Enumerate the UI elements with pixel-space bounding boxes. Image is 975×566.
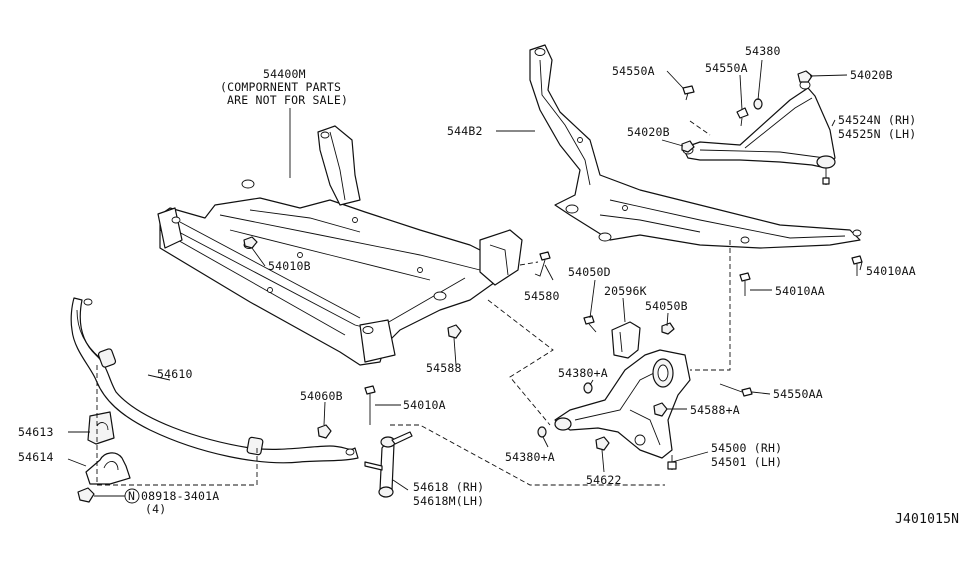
nut-54010B[interactable] [243, 236, 258, 249]
nut-54588[interactable] [447, 324, 462, 339]
nut-54020B-mid[interactable] [681, 140, 695, 153]
washer-54380A-top[interactable] [583, 382, 593, 394]
label-54610: 54610 [157, 367, 193, 381]
label-54550A-left: 54550A [612, 64, 655, 78]
clamp-54614[interactable] [85, 452, 131, 485]
label-54060B: 54060B [300, 389, 343, 403]
washer-54380A-bottom[interactable] [537, 426, 547, 438]
label-54550A-right: 54550A [705, 61, 748, 75]
label-54050B: 54050B [645, 299, 688, 313]
label-54618-rh: 54618 (RH) [413, 480, 484, 494]
label-54613: 54613 [18, 425, 54, 439]
label-54010AA-right: 54010AA [866, 264, 916, 278]
label-54380: 54380 [745, 44, 781, 58]
label-54380A-bottom: 54380+A [505, 450, 555, 464]
bolt-54580[interactable] [534, 251, 551, 277]
bracket-20596K[interactable] [611, 321, 641, 359]
label-54618M-lh: 54618M(LH) [413, 494, 484, 508]
label-54525N-lh: 54525N (LH) [838, 127, 916, 141]
label-54580: 54580 [524, 289, 560, 303]
nut-54050B[interactable] [661, 322, 675, 335]
label-54524N-rh: 54524N (RH) [838, 113, 916, 127]
nut-54060B[interactable] [317, 424, 332, 439]
label-54400M: 54400M [263, 67, 306, 81]
bolt-54010AA-right[interactable] [851, 255, 863, 276]
label-54622: 54622 [586, 473, 622, 487]
labels: 54400M (COMPORNENT PARTS ARE NOT FOR SAL… [18, 44, 959, 527]
label-54380A-top: 54380+A [558, 366, 608, 380]
label-54588: 54588 [426, 361, 462, 375]
alignment-lines [96, 120, 731, 486]
nut-54588A[interactable] [653, 402, 668, 417]
label-544B2: 544B2 [447, 124, 483, 138]
diagram-code: J401015N [895, 512, 959, 527]
label-54500-rh: 54500 (RH) [711, 441, 782, 455]
leader-lines [67, 59, 863, 497]
stabilizer-bar[interactable] [70, 297, 359, 464]
label-08918-qty: (4) [145, 502, 166, 516]
bushing-54613[interactable] [87, 411, 115, 445]
label-08918: 08918-3401A [141, 489, 219, 503]
label-54400M-note-2: ARE NOT FOR SALE) [227, 93, 348, 107]
label-54501-lh: 54501 (LH) [711, 455, 782, 469]
bolt-54550A-right[interactable] [736, 107, 749, 127]
bolt-54010A[interactable] [364, 385, 376, 425]
label-54010B: 54010B [268, 259, 311, 273]
label-54020B-top: 54020B [850, 68, 893, 82]
nut-54020B-top[interactable] [797, 70, 813, 83]
label-54010AA-mid: 54010AA [775, 284, 825, 298]
lower-arm[interactable] [554, 349, 691, 470]
label-54614: 54614 [18, 450, 54, 464]
fasteners [77, 70, 863, 503]
washer-54380[interactable] [753, 98, 763, 110]
label-54550AA: 54550AA [773, 387, 823, 401]
stabilizer-link[interactable] [364, 431, 413, 498]
label-20596K: 20596K [604, 284, 647, 298]
label-54400M-note-1: (COMPORNENT PARTS [220, 80, 341, 94]
upper-arm[interactable] [682, 80, 836, 185]
nut-08918[interactable] [77, 487, 95, 503]
front-subframe[interactable] [157, 125, 523, 366]
label-54050D: 54050D [568, 265, 611, 279]
nut-54622[interactable] [595, 436, 610, 451]
bolt-54550A-left[interactable] [682, 85, 695, 101]
label-54010A: 54010A [403, 398, 446, 412]
bolt-54550AA[interactable] [719, 383, 753, 397]
upper-link-member[interactable] [529, 44, 862, 249]
bolt-54050D[interactable] [583, 315, 597, 333]
bolt-54010AA-mid[interactable] [739, 272, 751, 296]
label-54020B-mid: 54020B [627, 125, 670, 139]
label-n-symbol: N [128, 489, 135, 503]
n-symbol-circle [124, 488, 140, 504]
label-54588A: 54588+A [690, 403, 740, 417]
